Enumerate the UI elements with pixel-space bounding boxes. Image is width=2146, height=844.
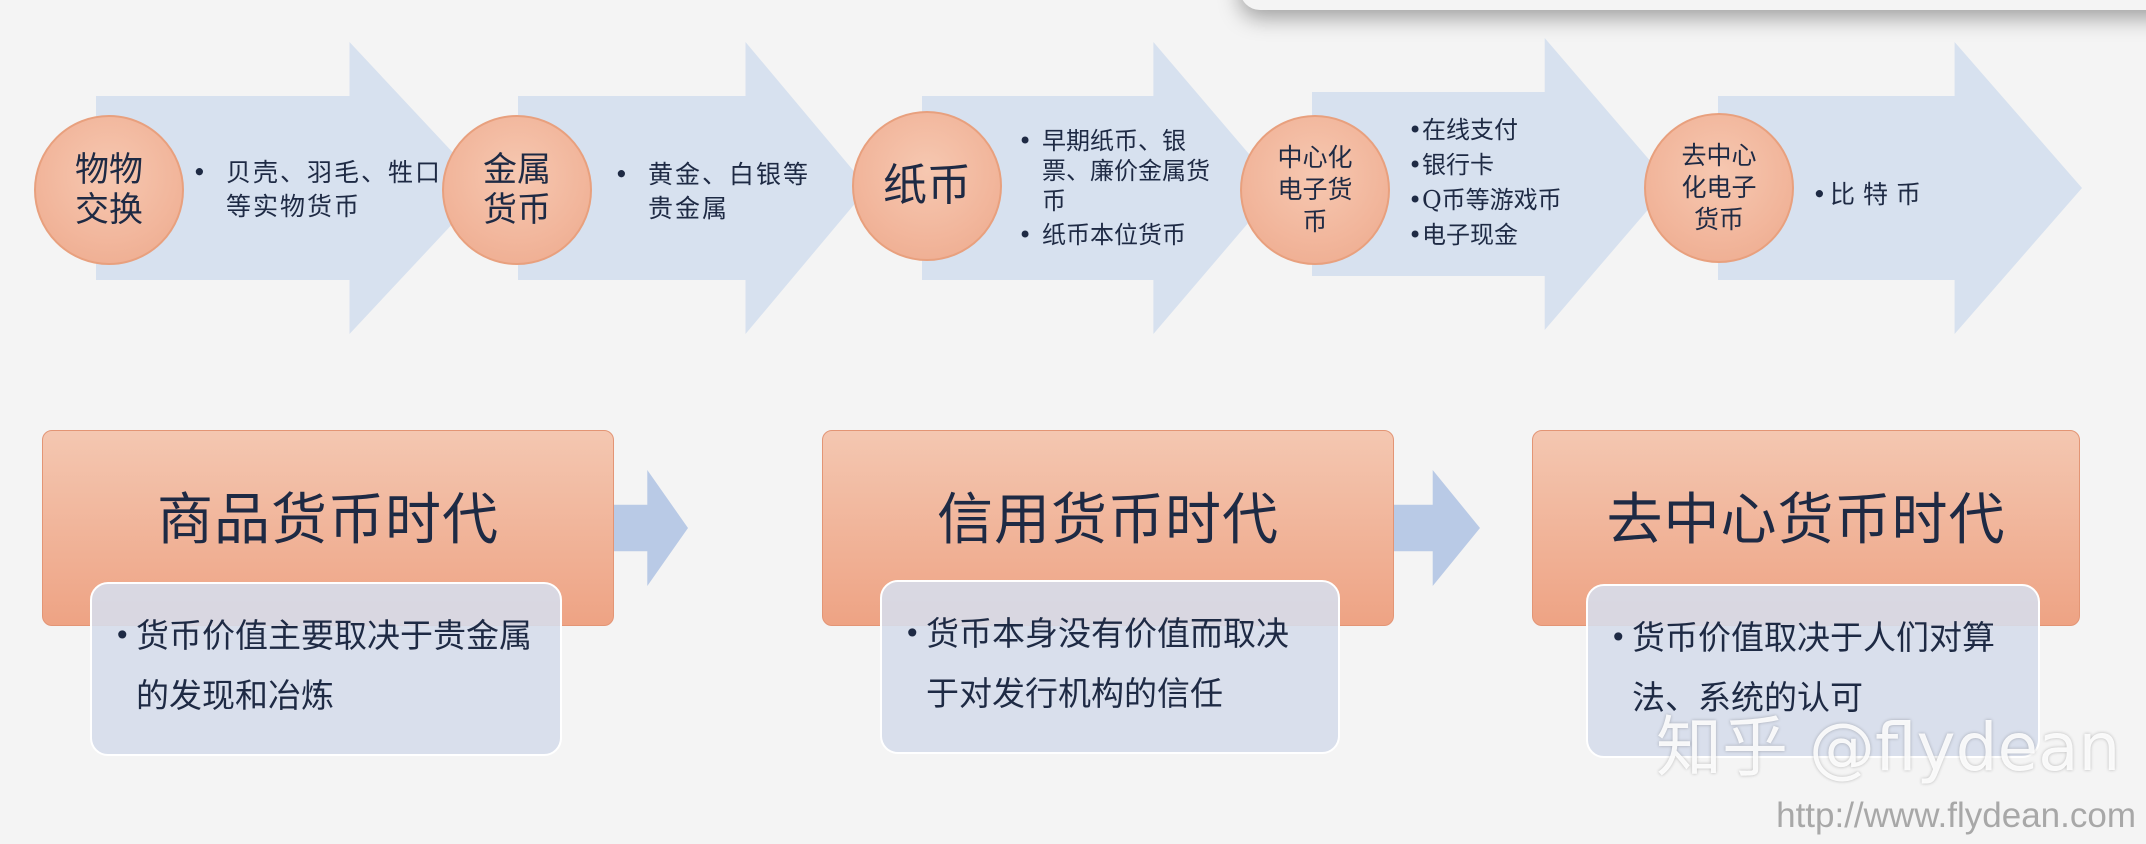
site-url: http://www.flydean.com: [1776, 796, 2136, 835]
list-item: 比 特 币: [1812, 178, 1972, 212]
era-title: 去中心货币时代: [1606, 488, 2006, 553]
watermark: 知乎 @flydean: [1656, 709, 2121, 786]
list-item: 早期纸币、银票、廉价金属货币: [1018, 126, 1214, 216]
top-shadow-bar: [1240, 0, 2146, 10]
list-item: 纸币本位货币: [1018, 220, 1214, 250]
list-item: 银行卡: [1408, 148, 1598, 183]
list-item: 电子现金: [1408, 218, 1598, 253]
era-desc-commodity: 货币价值主要取决于贵金属的发现和冶炼: [90, 582, 562, 756]
era-title: 信用货币时代: [937, 488, 1279, 553]
list-item: 货币价值取决于人们对算法、系统的认可: [1610, 608, 2018, 728]
stage-circle-decentralized: 去中心 化电子 货币: [1644, 113, 1794, 263]
stage-items-centralized: 在线支付 银行卡 Q币等游戏币 电子现金: [1408, 113, 1598, 253]
list-item: 在线支付: [1408, 113, 1598, 148]
era-title: 商品货币时代: [157, 488, 499, 553]
list-item: 贝壳、羽毛、牲口等实物货币: [192, 156, 442, 224]
stage-items-paper: 早期纸币、银票、廉价金属货币 纸币本位货币: [1018, 126, 1214, 250]
list-item: 货币本身没有价值而取决于对发行机构的信任: [904, 604, 1318, 724]
era-arrow-1: [614, 470, 688, 586]
stage-circle-metal: 金属 货币: [442, 115, 592, 265]
stage-label: 纸币: [883, 160, 971, 211]
list-item: 货币价值主要取决于贵金属的发现和冶炼: [114, 606, 540, 726]
stage-label: 中心化 电子货 币: [1277, 143, 1353, 236]
list-item: 黄金、白银等贵金属: [614, 158, 814, 226]
stage-items-metal: 黄金、白银等贵金属: [614, 158, 814, 226]
stage-label: 物物 交换: [75, 150, 143, 230]
list-item: Q币等游戏币: [1408, 183, 1598, 218]
stage-items-decentralized: 比 特 币: [1812, 178, 1972, 212]
stage-circle-centralized: 中心化 电子货 币: [1240, 115, 1390, 265]
stage-label: 金属 货币: [483, 150, 551, 230]
stage-items-barter: 贝壳、羽毛、牲口等实物货币: [192, 156, 442, 224]
stage-circle-paper: 纸币: [852, 111, 1002, 261]
era-desc-credit: 货币本身没有价值而取决于对发行机构的信任: [880, 580, 1340, 754]
stage-circle-barter: 物物 交换: [34, 115, 184, 265]
era-arrow-2: [1394, 470, 1480, 586]
era-desc-decentralized: 货币价值取决于人们对算法、系统的认可: [1586, 584, 2040, 758]
stage-label: 去中心 化电子 货币: [1681, 141, 1757, 234]
